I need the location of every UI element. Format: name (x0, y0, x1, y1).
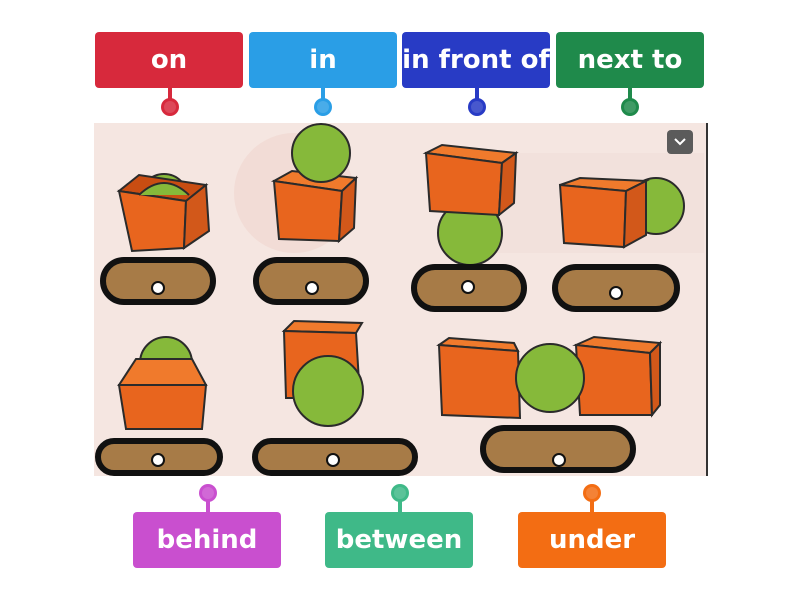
label-next-to-stem (628, 88, 632, 102)
label-in-stem (321, 88, 325, 102)
label-on-pin[interactable] (161, 98, 179, 116)
label-in-front-of[interactable]: in front of (402, 32, 550, 88)
drop-slot-4-target[interactable] (609, 286, 623, 300)
label-between-pin[interactable] (391, 484, 409, 502)
scene-ball-in-box (116, 173, 211, 253)
label-next-to[interactable]: next to (556, 32, 704, 88)
scene-ball-between-boxes (436, 335, 663, 420)
drop-slot-5-target[interactable] (151, 453, 165, 467)
label-next-to-pin[interactable] (621, 98, 639, 116)
label-behind-pin[interactable] (199, 484, 217, 502)
label-behind-text: behind (156, 525, 258, 555)
label-between-text: between (335, 525, 463, 555)
label-in-front-of-text: in front of (402, 45, 550, 75)
label-on-text: on (150, 45, 188, 75)
label-between-stem (398, 500, 402, 514)
label-on[interactable]: on (95, 32, 243, 88)
label-behind-stem (206, 500, 210, 514)
label-in-pin[interactable] (314, 98, 332, 116)
scene-ball-behind-box-2 (117, 336, 208, 430)
scene-ball-in-front-of-box (281, 319, 364, 427)
label-under-pin[interactable] (583, 484, 601, 502)
exercise-picture (94, 123, 708, 476)
label-in-front-of-pin[interactable] (468, 98, 486, 116)
drop-slot-6-target[interactable] (326, 453, 340, 467)
label-under-text: under (548, 525, 636, 555)
expand-button[interactable] (667, 130, 693, 154)
drop-slot-7-target[interactable] (552, 453, 566, 467)
label-behind[interactable]: behind (133, 512, 281, 568)
scene-box-on-ball (422, 143, 519, 266)
drop-slot-3-target[interactable] (461, 280, 475, 294)
label-in-text: in (309, 45, 337, 75)
label-on-stem (168, 88, 172, 102)
label-in[interactable]: in (249, 32, 397, 88)
drop-slot-1-target[interactable] (151, 281, 165, 295)
prepositions-illustration (94, 123, 706, 476)
drop-slot-2-target[interactable] (305, 281, 319, 295)
scene-ball-on-box (270, 123, 359, 244)
drop-slot-4[interactable] (552, 264, 680, 312)
label-in-front-of-stem (475, 88, 479, 102)
chevron-down-icon (674, 138, 686, 146)
label-under-stem (590, 500, 594, 514)
scene-ball-behind-box (558, 176, 685, 249)
label-under[interactable]: under (518, 512, 666, 568)
label-next-to-text: next to (577, 45, 683, 75)
label-between[interactable]: between (325, 512, 473, 568)
